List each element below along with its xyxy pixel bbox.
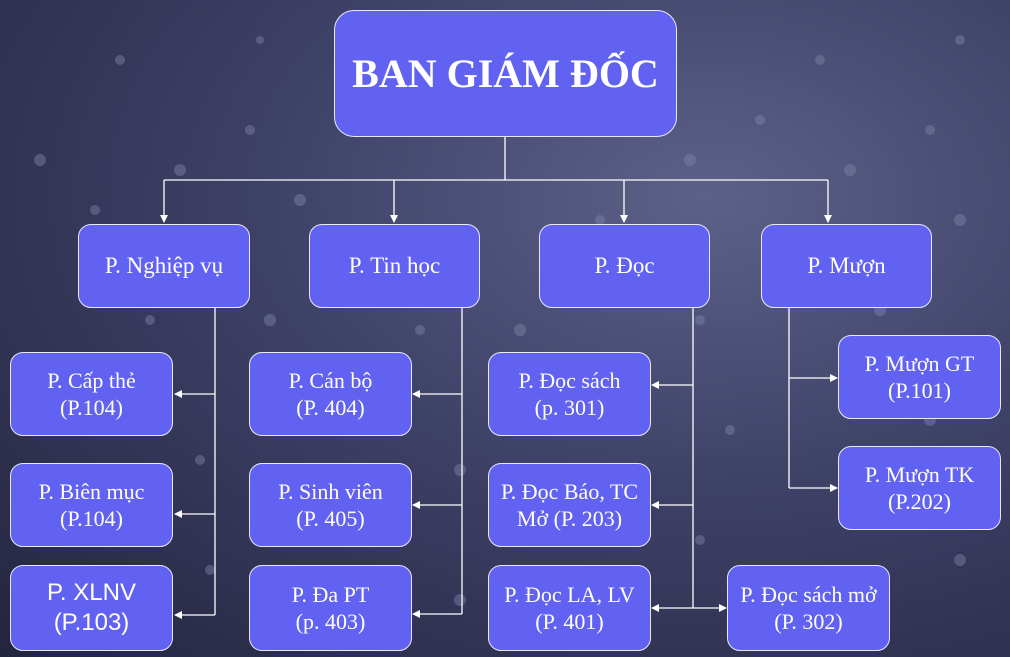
sub-room: (P.202) xyxy=(888,489,951,514)
dept-box-nghiep-vu: P. Nghiệp vụ xyxy=(78,224,250,308)
sub-box-doc-bao-tc: P. Đọc Báo, TC Mở (P. 203) xyxy=(488,463,651,547)
dept-box-tin-hoc: P. Tin học xyxy=(309,224,480,308)
sub-name: P. Sinh viên xyxy=(278,478,383,504)
sub-room: (P.104) xyxy=(60,395,123,420)
sub-room: (P. 401) xyxy=(535,609,604,634)
dept-label-nghiep-vu: P. Nghiệp vụ xyxy=(104,252,224,278)
dept-box-doc: P. Đọc xyxy=(539,224,710,308)
sub-room: (P.101) xyxy=(888,378,951,403)
sub-box-sinh-vien: P. Sinh viên (P. 405) xyxy=(249,463,412,547)
sub-name: P. Cấp thẻ xyxy=(47,367,136,393)
sub-name: P. Đọc sách mở xyxy=(740,581,877,607)
sub-room: (p. 301) xyxy=(534,395,605,420)
sub-box-doc-sach: P. Đọc sách (p. 301) xyxy=(488,352,651,436)
sub-box-da-pt: P. Đa PT (p. 403) xyxy=(249,565,412,651)
sub-box-can-bo: P. Cán bộ (P. 404) xyxy=(249,352,412,436)
dept-label-tin-hoc: P. Tin học xyxy=(348,252,441,278)
sub-box-bien-muc: P. Biên mục (P.104) xyxy=(10,463,173,547)
root-label: BAN GIÁM ĐỐC xyxy=(352,50,659,96)
sub-box-cap-the: P. Cấp thẻ (P.104) xyxy=(10,352,173,436)
sub-name: P. Mượn TK xyxy=(864,461,975,487)
sub-box-muon-tk: P. Mượn TK (P.202) xyxy=(838,446,1001,530)
sub-box-doc-la-lv: P. Đọc LA, LV (P. 401) xyxy=(488,565,651,651)
sub-room: (P.104) xyxy=(60,506,123,531)
sub-name: P. Đọc Báo, TC xyxy=(500,478,639,504)
sub-name: P. Đa PT xyxy=(291,581,370,607)
sub-name: P. Đọc sách xyxy=(518,367,621,393)
dept-label-doc: P. Đọc xyxy=(594,252,655,278)
sub-name: P. Biên mục xyxy=(38,478,145,504)
sub-box-muon-gt: P. Mượn GT (P.101) xyxy=(838,335,1001,419)
sub-room: (P. 302) xyxy=(774,609,843,634)
sub-box-doc-sach-mo: P. Đọc sách mở (P. 302) xyxy=(727,565,890,651)
sub-room: (P. 405) xyxy=(296,506,365,531)
sub-room: (P. 404) xyxy=(296,395,365,420)
sub-name: P. Mượn GT xyxy=(864,350,975,376)
sub-box-xlnv: P. XLNV (P.103) xyxy=(10,565,173,651)
root-box-ban-giam-doc: BAN GIÁM ĐỐC xyxy=(334,10,677,137)
sub-name: P. Cán bộ xyxy=(288,367,373,393)
dept-label-muon: P. Mượn xyxy=(807,252,886,278)
dept-box-muon: P. Mượn xyxy=(761,224,932,308)
sub-room: Mở (P. 203) xyxy=(516,506,623,531)
sub-room: (p. 403) xyxy=(295,609,366,634)
sub-room: (P.103) xyxy=(53,609,130,636)
sub-name: P. XLNV xyxy=(47,579,136,606)
sub-name: P. Đọc LA, LV xyxy=(504,581,635,607)
